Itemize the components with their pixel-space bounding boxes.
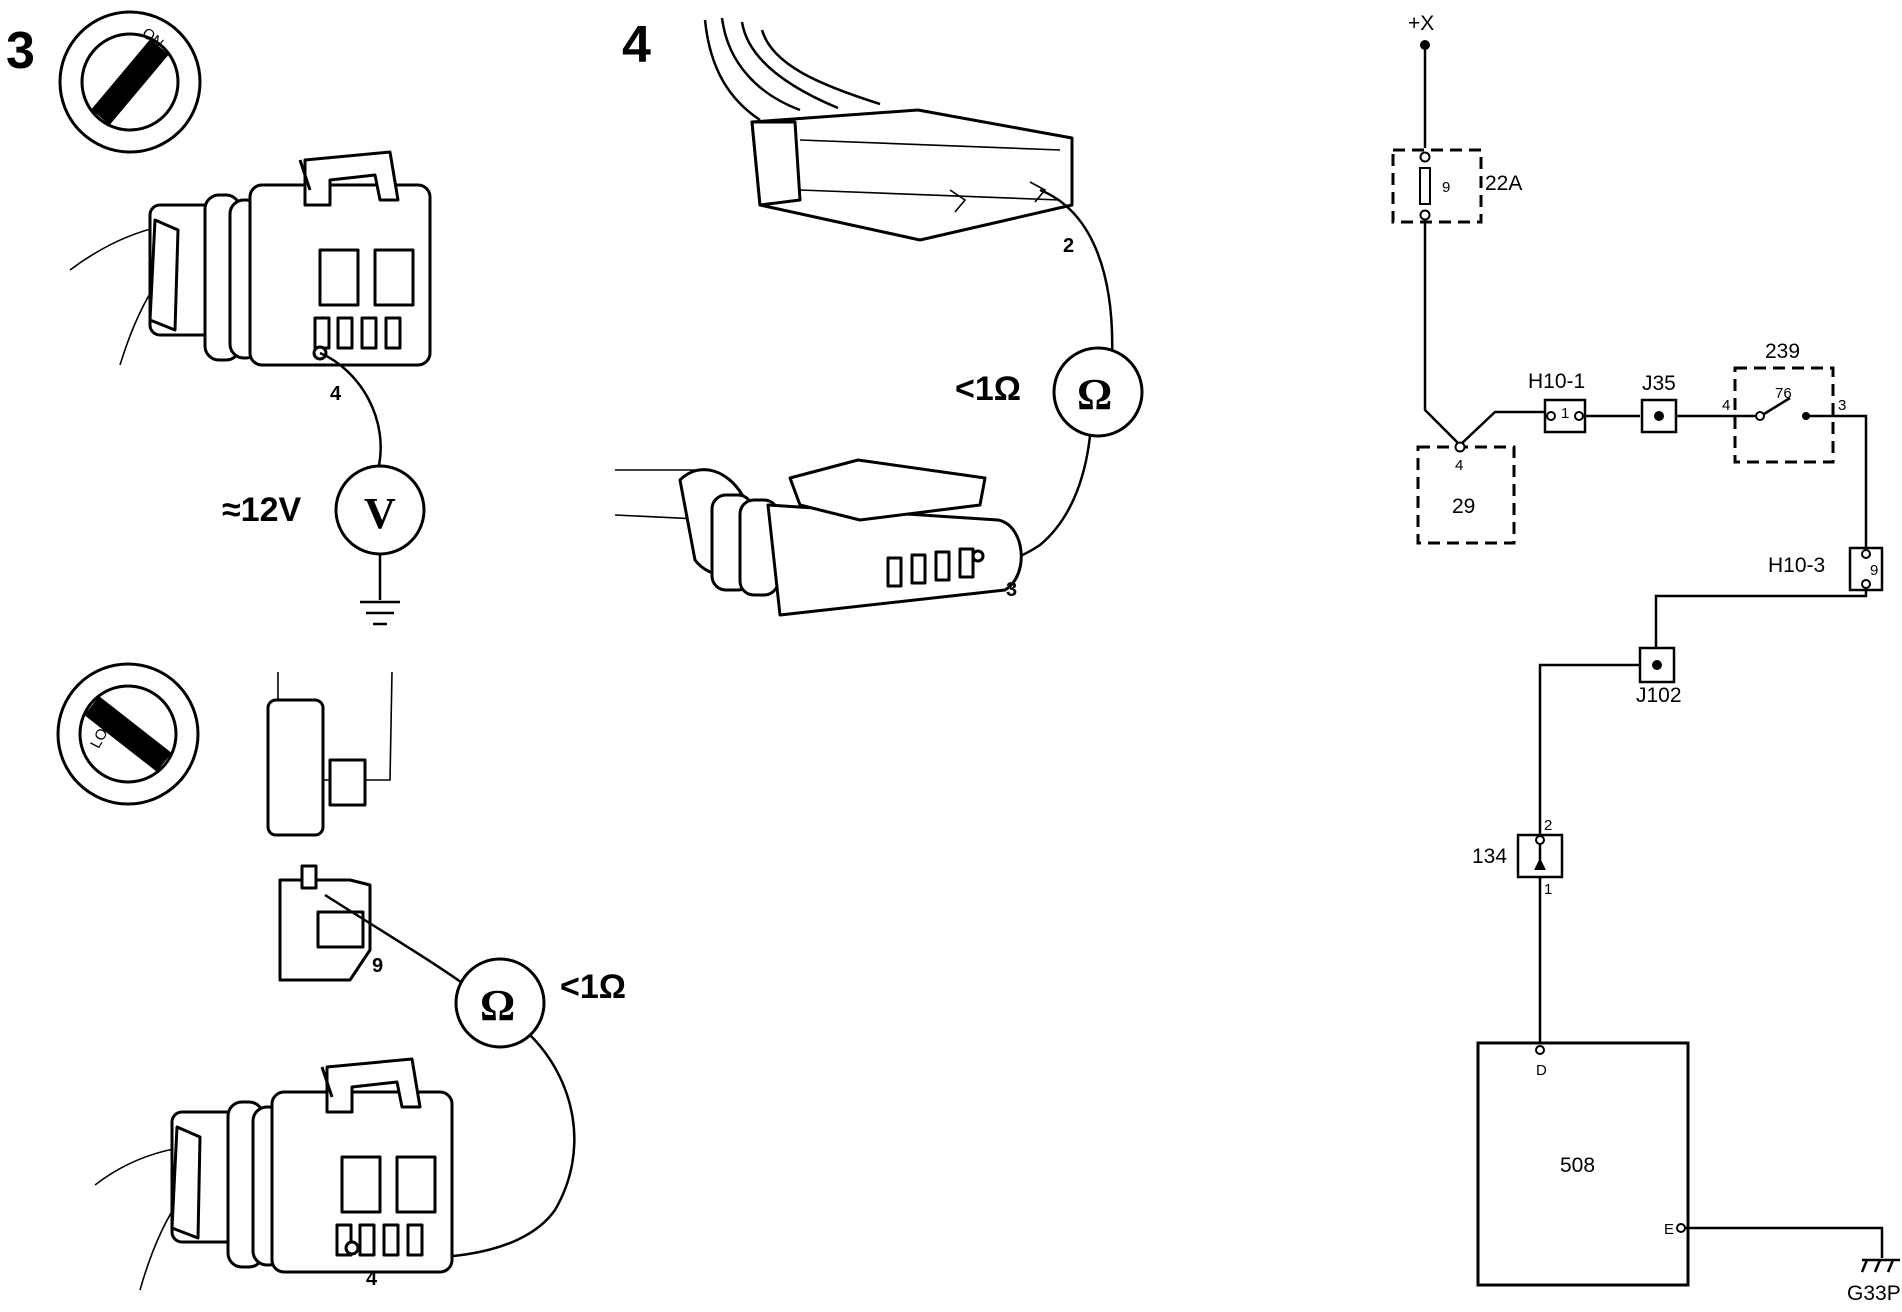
junction-j102-label: J102 [1636, 684, 1682, 707]
module-508-label: 508 [1560, 1154, 1595, 1177]
relay-pin-out: 3 [1838, 397, 1846, 414]
connector-h10-3-label: H10-3 [1768, 554, 1825, 577]
connector-upper-icon [69, 150, 432, 471]
step-4-panel: 4 2 <1Ω Ω [614, 16, 1144, 617]
relay-239-label: 239 [1765, 340, 1800, 363]
junction-j35-label: J35 [1642, 372, 1676, 395]
connector-h10-3-pin: 9 [1870, 562, 1878, 579]
ohmmeter-icon-step3 [454, 957, 546, 1049]
ignition-switch-lock-icon: LOCK [56, 662, 200, 806]
plug-upper-icon [703, 17, 1114, 361]
fuse-label: 22A [1485, 172, 1522, 195]
connector-134-pin-bottom: 1 [1544, 881, 1552, 898]
connector-h10-1-label: H10-1 [1528, 370, 1585, 393]
step-4-number: 4 [622, 16, 651, 74]
pin-bottom-label: 3 [1006, 579, 1017, 601]
ohmmeter-symbol-step4: Ω [1077, 370, 1112, 419]
circuit-schematic: +X 9 22A 4 29 H10-1 1 J35 239 4 3 7 [1391, 12, 1901, 1305]
module-29-label: 29 [1452, 495, 1475, 518]
relay-inner-label: 76 [1775, 385, 1792, 402]
connector-lower-icon [94, 1057, 454, 1291]
connector-134-label: 134 [1472, 845, 1507, 868]
ground-label: G33P [1847, 1282, 1901, 1305]
ground-symbol-icon [360, 554, 400, 626]
voltage-reading: ≈12V [222, 491, 301, 529]
terminal-block-icon [266, 671, 466, 987]
pin-lower-label: 4 [366, 1268, 378, 1290]
fuse-box [1391, 148, 1483, 224]
connector-h10-1-pin: 1 [1561, 405, 1569, 422]
module-508-pin-d: D [1536, 1062, 1547, 1079]
ohmmeter-icon-step4 [1052, 346, 1144, 438]
fuse-pin: 9 [1442, 179, 1450, 196]
chassis-ground-icon [1860, 1258, 1900, 1273]
relay-pin-in: 4 [1722, 397, 1730, 414]
connector-134-pin-top: 2 [1544, 817, 1552, 834]
step-3-panel: 3 ON 4 ≈12V [6, 10, 626, 1291]
pin-upper-label: 4 [330, 383, 342, 405]
supply-label: +X [1408, 12, 1434, 35]
ohmmeter-symbol-step3: Ω [480, 981, 515, 1030]
resistance-reading-step4: <1Ω [955, 370, 1021, 408]
voltmeter-symbol: V [364, 489, 396, 538]
module-508-pin-e: E [1664, 1221, 1674, 1238]
plug-lower-icon [614, 458, 1023, 617]
ignition-switch-on-icon: ON [58, 10, 202, 154]
module-508-box [1476, 1041, 1690, 1287]
step-3-number: 3 [6, 22, 35, 80]
pin-block-label: 9 [372, 955, 383, 977]
resistance-reading-step3: <1Ω [560, 968, 626, 1006]
module-29-pin: 4 [1455, 457, 1463, 474]
module-29-box [1416, 445, 1516, 545]
pin-top-label: 2 [1063, 235, 1074, 257]
